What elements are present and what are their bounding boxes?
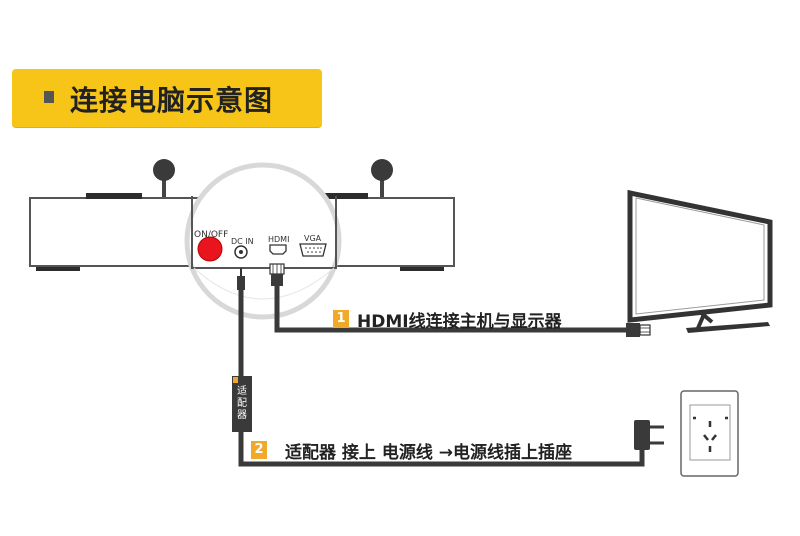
step-2-badge: 2 bbox=[251, 441, 267, 459]
port-label-onoff: ON/OFF bbox=[194, 230, 229, 240]
vga-port-icon bbox=[299, 243, 327, 257]
port-label-dcin: DC IN bbox=[231, 237, 254, 246]
step-2-label: 适配器 接上 电源线 →电源线插上插座 bbox=[285, 443, 572, 463]
wall-socket-icon bbox=[680, 390, 739, 477]
port-zoom-circle bbox=[184, 162, 342, 320]
title-banner: 连接电脑示意图 bbox=[12, 69, 322, 127]
step-1-label: HDMI线连接主机与显示器 bbox=[357, 312, 562, 332]
power-plug-icon bbox=[634, 420, 650, 450]
page-title: 连接电脑示意图 bbox=[70, 84, 274, 117]
power-button-icon bbox=[197, 236, 223, 262]
adapter-label: 适配器 bbox=[237, 386, 247, 421]
hdmi-port-icon bbox=[269, 244, 287, 255]
port-label-vga: VGA bbox=[304, 234, 322, 243]
dc-in-jack-icon bbox=[234, 245, 248, 259]
adapter-block bbox=[232, 376, 252, 432]
hdmi-cable bbox=[269, 263, 651, 337]
step-1-badge: 1 bbox=[333, 310, 349, 328]
port-label-hdmi: HDMI bbox=[268, 235, 290, 244]
bullet-square-icon bbox=[44, 91, 54, 103]
monitor-icon bbox=[627, 189, 773, 333]
dc-power-cable bbox=[232, 268, 664, 467]
